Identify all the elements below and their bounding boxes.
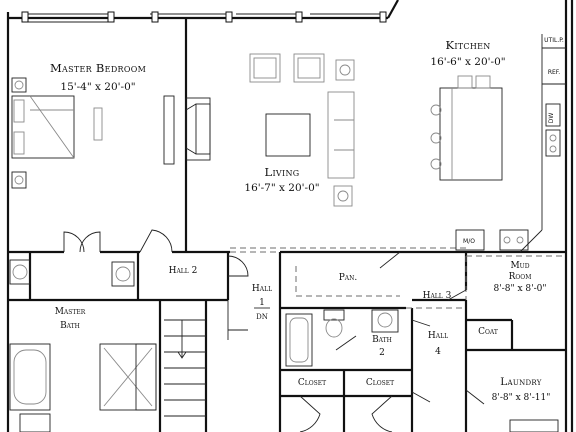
closet-left-label: Closet bbox=[298, 378, 326, 388]
hall4-number: 4 bbox=[435, 347, 441, 357]
living-dims: 16'-7" x 20'-0" bbox=[244, 182, 319, 194]
closet-right-label: Closet bbox=[366, 378, 394, 388]
master-bedroom-dims: 15'-4" x 20'-0" bbox=[60, 81, 135, 93]
laundry-fixtures bbox=[509, 419, 559, 432]
doors bbox=[63, 229, 485, 432]
kitchen-dims: 16'-6" x 20'-0" bbox=[430, 56, 505, 68]
mo-label: M/O bbox=[463, 238, 475, 245]
bath2-number: 2 bbox=[379, 348, 385, 358]
bath2-label: Bath bbox=[372, 335, 392, 345]
dw-label: DW bbox=[548, 113, 555, 124]
walls bbox=[6, 0, 574, 432]
hall2-label: Hall 2 bbox=[169, 266, 198, 276]
master-bath-label-2: Bath bbox=[60, 321, 80, 331]
hall1-number: 1 bbox=[259, 298, 265, 308]
bath2-fixtures bbox=[285, 309, 399, 367]
hall4-label: Hall bbox=[428, 331, 448, 341]
master-bath-label: Master bbox=[55, 307, 86, 317]
ref-label: REF. bbox=[548, 69, 560, 76]
kitchen-fixtures bbox=[430, 34, 566, 253]
windows bbox=[21, 11, 387, 23]
stairs bbox=[164, 300, 248, 417]
laundry-label: Laundry bbox=[500, 376, 542, 388]
fireplace bbox=[185, 97, 211, 161]
hall1-dn: DN bbox=[256, 313, 268, 321]
kitchen-label: Kitchen bbox=[445, 38, 490, 52]
util-label: UTIL.P. bbox=[544, 37, 564, 44]
mud-room-label: Mud bbox=[510, 261, 529, 271]
master-bath-fixtures bbox=[9, 259, 157, 432]
room-labels: Master Bedroom 15'-4" x 20'-0" Living 16… bbox=[50, 37, 564, 403]
laundry-dims: 8'-8" x 8'-11" bbox=[492, 393, 551, 403]
hall3-label: Hall 3 bbox=[423, 291, 452, 301]
mud-room-dims: 8'-8" x 8'-0" bbox=[493, 284, 546, 294]
bed bbox=[11, 77, 175, 189]
coat-label: Coat bbox=[478, 327, 498, 337]
master-bedroom-label: Master Bedroom bbox=[50, 61, 146, 75]
hall1-label: Hall bbox=[252, 284, 272, 294]
pantry-label: Pan. bbox=[339, 273, 358, 283]
dashed-openings bbox=[230, 247, 566, 309]
living-furniture bbox=[249, 53, 355, 207]
living-label: Living bbox=[265, 165, 300, 179]
mud-room-label-2: Room bbox=[509, 272, 532, 282]
